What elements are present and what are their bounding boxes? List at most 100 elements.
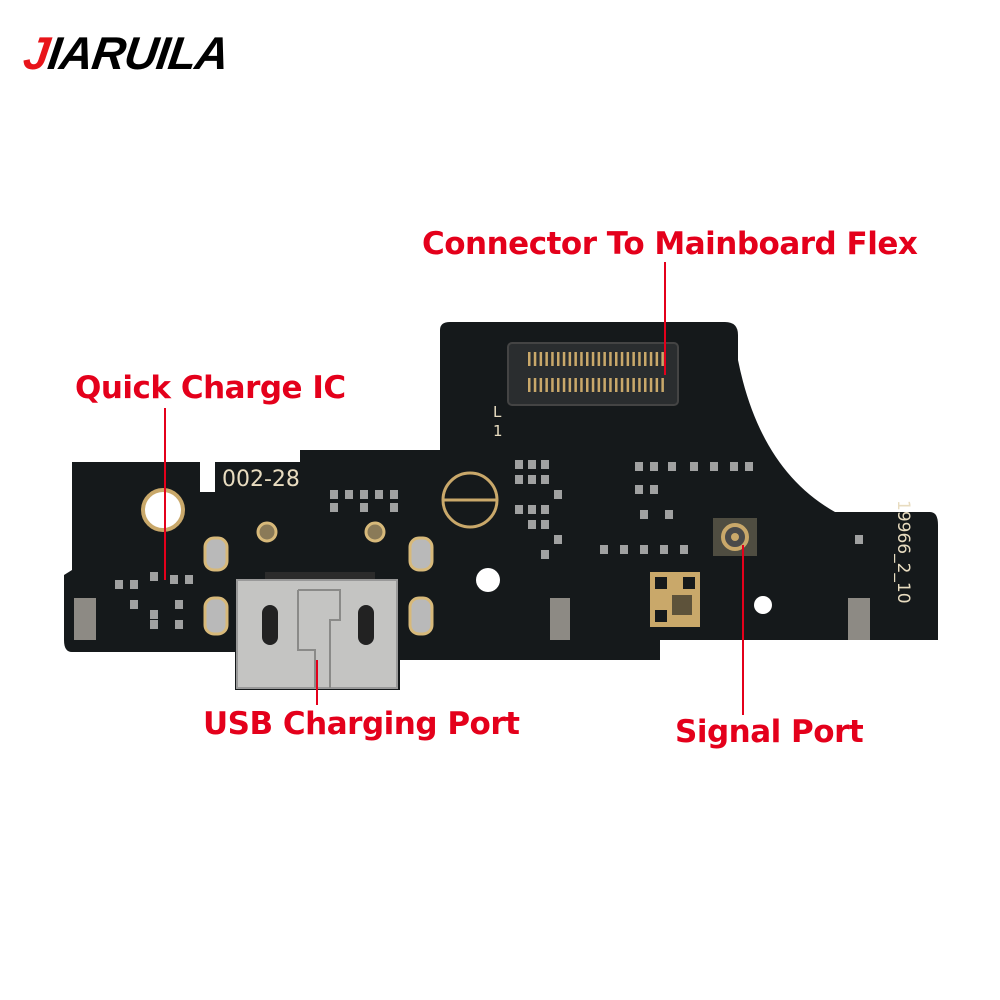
smd-component bbox=[360, 490, 368, 499]
connector-pin bbox=[557, 378, 560, 392]
connector-pin bbox=[609, 378, 612, 392]
smd-component bbox=[650, 485, 658, 494]
usb-port-slot bbox=[358, 605, 374, 645]
smd-component bbox=[541, 475, 549, 484]
smd-component bbox=[650, 462, 658, 471]
smd-components bbox=[115, 460, 863, 629]
smd-component bbox=[175, 620, 183, 629]
smd-component bbox=[541, 460, 549, 469]
solder-pad bbox=[203, 536, 229, 572]
connector-pin bbox=[557, 352, 560, 366]
connector-pin bbox=[562, 378, 566, 392]
smd-component bbox=[528, 505, 536, 514]
connector-pin bbox=[528, 378, 531, 392]
smd-component bbox=[635, 462, 643, 471]
smd-component bbox=[185, 575, 193, 584]
silk-mark-1: 1 bbox=[493, 422, 503, 440]
smd-component bbox=[390, 490, 398, 499]
connector-pin bbox=[551, 352, 554, 366]
smd-component bbox=[150, 572, 158, 581]
via-pad bbox=[364, 521, 386, 543]
smd-component bbox=[541, 520, 549, 529]
smd-component bbox=[528, 460, 536, 469]
connector-pin bbox=[551, 378, 554, 392]
shield-clip bbox=[848, 598, 870, 640]
connector-pin bbox=[591, 352, 595, 366]
mounting-hole bbox=[141, 488, 185, 532]
smd-component bbox=[620, 545, 628, 554]
connector-pin bbox=[528, 352, 531, 366]
smd-component bbox=[330, 503, 338, 512]
smd-component bbox=[330, 490, 338, 499]
connector-pin bbox=[568, 352, 572, 366]
connector-pin bbox=[620, 352, 624, 366]
smd-component bbox=[115, 580, 123, 589]
mounting-hole bbox=[754, 596, 772, 614]
connector-pin bbox=[632, 352, 635, 366]
board-to-board-connector bbox=[507, 342, 679, 406]
connector-pin bbox=[620, 378, 624, 392]
smd-component bbox=[660, 545, 668, 554]
connector-pin bbox=[644, 378, 647, 392]
smd-component bbox=[130, 580, 138, 589]
label-quick-charge-ic: Quick Charge IC bbox=[75, 370, 346, 406]
label-signal-port: Signal Port bbox=[675, 714, 864, 750]
board-code-text: 002-28 bbox=[222, 467, 300, 492]
smd-component bbox=[668, 462, 676, 471]
connector-pin bbox=[539, 378, 543, 392]
smd-component bbox=[730, 462, 738, 471]
smd-component bbox=[515, 475, 523, 484]
connector-pin bbox=[580, 352, 583, 366]
connector-pin bbox=[626, 352, 630, 366]
connector-pin bbox=[545, 378, 548, 392]
signal-port-pin bbox=[731, 533, 739, 541]
connector-pin bbox=[626, 378, 630, 392]
connector-pins bbox=[528, 352, 664, 392]
mounting-hole bbox=[476, 568, 500, 592]
connector-pin bbox=[586, 378, 589, 392]
smd-component bbox=[665, 510, 673, 519]
connector-pin bbox=[597, 378, 601, 392]
solder-pad bbox=[203, 596, 229, 636]
smd-component bbox=[554, 535, 562, 544]
smd-component bbox=[710, 462, 718, 471]
connector-pin bbox=[562, 352, 566, 366]
connector-pin bbox=[586, 352, 589, 366]
smd-component bbox=[528, 475, 536, 484]
usb-port-seam bbox=[297, 589, 341, 688]
smd-component bbox=[130, 600, 138, 609]
smd-component bbox=[170, 575, 178, 584]
connector-pin bbox=[533, 378, 537, 392]
smd-component bbox=[541, 550, 549, 559]
connector-pin bbox=[603, 378, 606, 392]
smd-component bbox=[855, 535, 863, 544]
part-number-text: 19966_2_10 bbox=[893, 500, 913, 604]
silk-mark-l: L bbox=[493, 403, 502, 421]
connector-pin bbox=[574, 352, 577, 366]
smd-component bbox=[690, 462, 698, 471]
usb-port-slot bbox=[262, 605, 278, 645]
smd-component bbox=[600, 545, 608, 554]
shield-clip bbox=[550, 598, 570, 640]
connector-pin bbox=[638, 352, 641, 366]
connector-pin bbox=[615, 352, 618, 366]
via-pad bbox=[256, 521, 278, 543]
smd-component bbox=[635, 485, 643, 494]
smd-component bbox=[541, 505, 549, 514]
smd-component bbox=[150, 620, 158, 629]
smd-component bbox=[515, 505, 523, 514]
smd-component bbox=[360, 503, 368, 512]
connector-pin bbox=[661, 378, 664, 392]
smd-component bbox=[375, 490, 383, 499]
connector-pin bbox=[580, 378, 583, 392]
connector-pin bbox=[574, 378, 577, 392]
connector-pin bbox=[609, 352, 612, 366]
smd-component bbox=[640, 510, 648, 519]
shield-clip bbox=[74, 598, 96, 640]
smd-component bbox=[680, 545, 688, 554]
smd-component bbox=[175, 600, 183, 609]
connector-pin bbox=[655, 352, 659, 366]
connector-pin bbox=[591, 378, 595, 392]
smd-component bbox=[515, 460, 523, 469]
